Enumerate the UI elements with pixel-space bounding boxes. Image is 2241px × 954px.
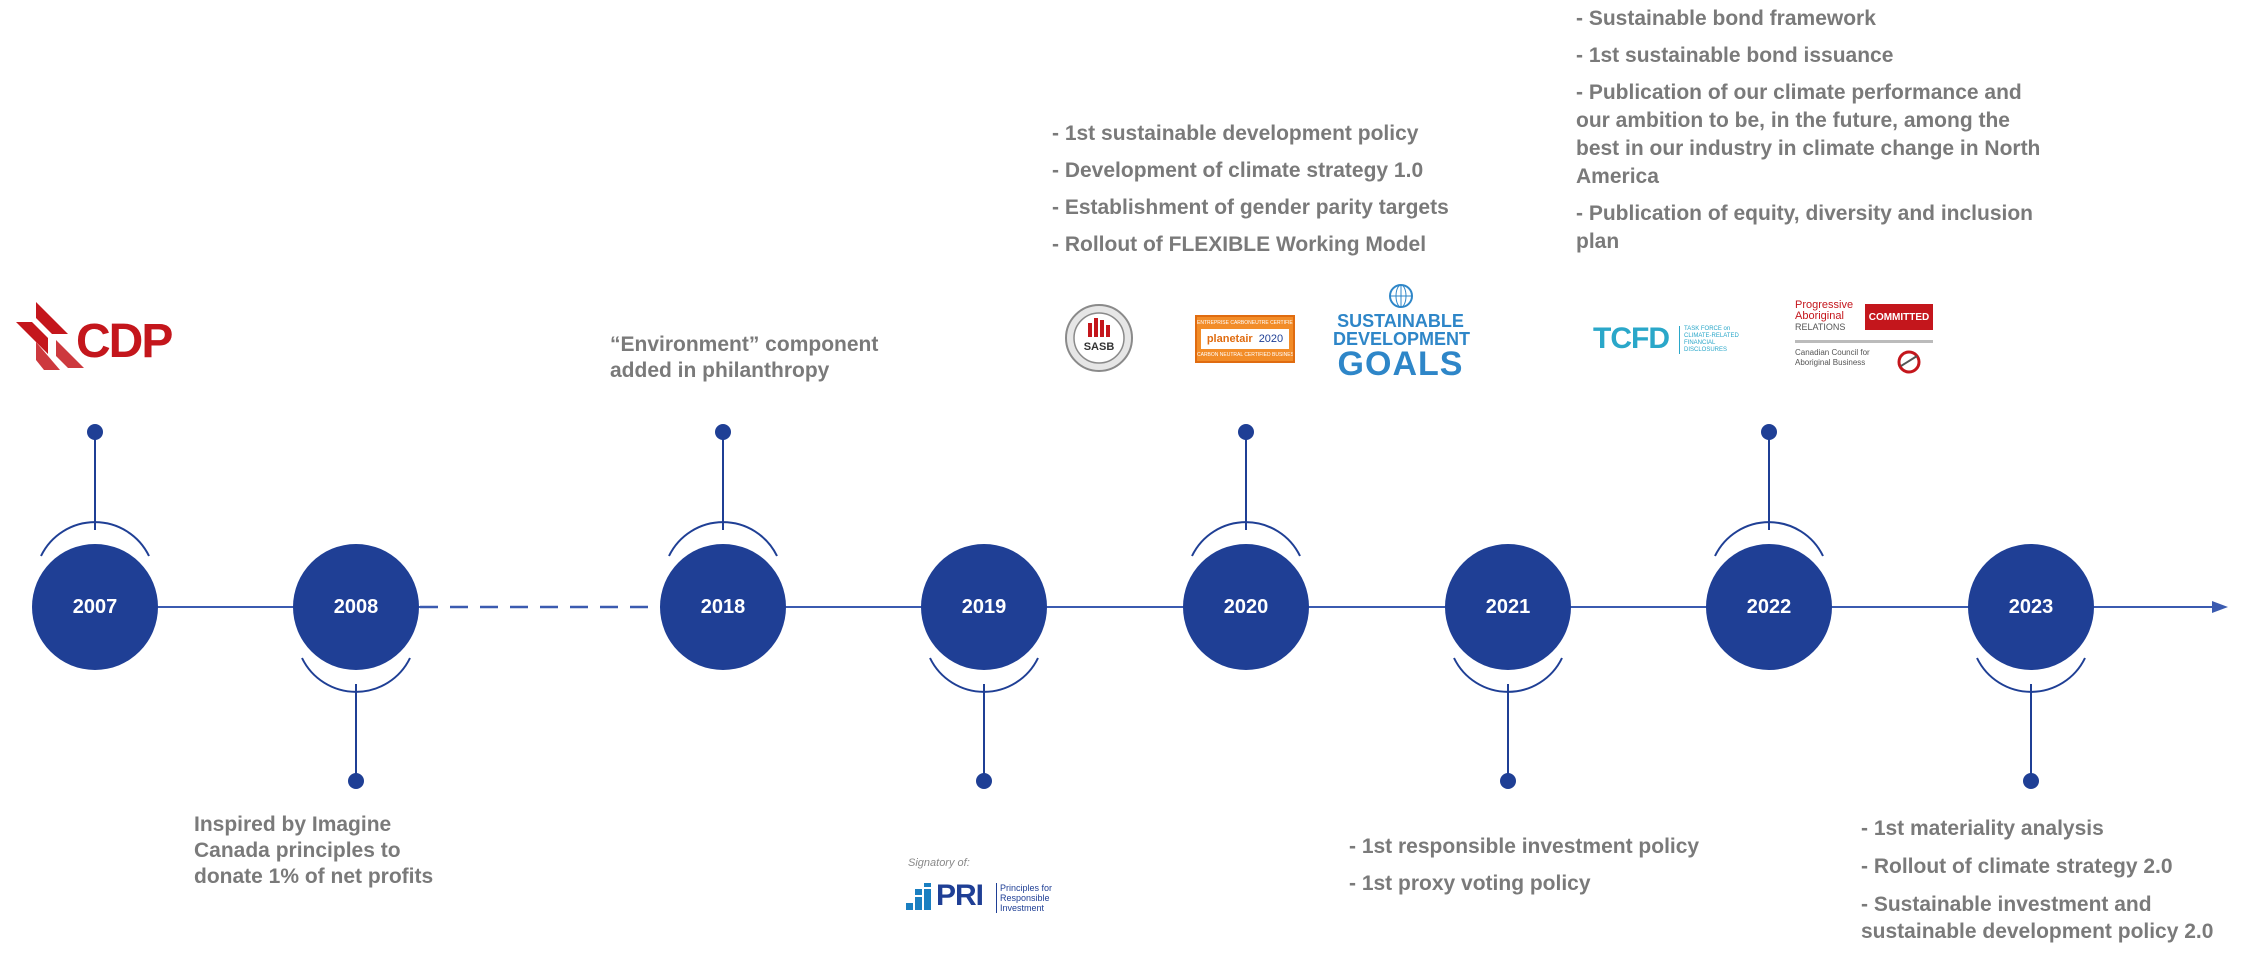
pri-mark-icon [906,883,931,910]
note-2022: - Sustainable bond framework - 1st susta… [1576,5,2051,265]
note-item: - Publication of equity, diversity and i… [1576,202,2033,253]
note-2020: - 1st sustainable development policy - D… [1052,120,1522,268]
note-line: donate 1% of net profits [194,865,434,888]
connector-dot [1500,773,1516,789]
cdp-wordmark: CDP [76,315,173,368]
note-item: - 1st proxy voting policy [1349,872,1591,895]
cdp-logo: CDP [16,302,186,372]
note-2021: - 1st responsible investment policy - 1s… [1349,833,1769,907]
note-item: - 1st sustainable bond issuance [1576,44,1894,67]
par-line2: Aboriginal [1795,310,1844,322]
year-circle-2023: 2023 [1968,544,2094,670]
connector-up-2022 [1714,432,1824,557]
year-circle-2007: 2007 [32,544,158,670]
connector-dot [348,773,364,789]
connector-up-2020 [1191,432,1301,557]
planetair-top-text: ENTREPRISE CARBONEUTRE CERTIFIÉE [1197,320,1293,326]
tcfd-wordmark: TCFD [1593,322,1670,355]
sdg-line1: SUSTAINABLE [1337,311,1464,331]
timeline-arrowhead [2212,601,2228,613]
pri-signatory: Signatory of: [908,857,970,869]
cdp-mark-icon [16,302,84,370]
connector-down-2023 [1976,657,2086,781]
connector-dot [87,424,103,440]
pri-logo: Signatory of: PRI Principles for Respons… [906,857,1066,917]
connector-dot [715,424,731,440]
connector-up-2007 [40,432,150,557]
note-item: - Publication of our climate performance… [1576,81,2041,188]
par-line1: Progressive [1795,299,1854,311]
connector-dot [1238,424,1254,440]
sdg-logo: SUSTAINABLE DEVELOPMENT GOALS [1333,282,1471,383]
par-divider [1795,340,1933,343]
note-item: - 1st sustainable development policy [1052,122,1419,145]
note-item: - Establishment of gender parity targets [1052,196,1449,219]
connector-up-2018 [668,432,778,557]
year-circle-2022: 2022 [1706,544,1832,670]
connector-down-2019 [929,657,1039,781]
planetair-year: 2020 [1258,333,1284,345]
sdg-line2: DEVELOPMENT [1333,329,1471,349]
year-circle-2019: 2019 [921,544,1047,670]
ccab-mark-icon [1897,350,1921,374]
connector-dot [1761,424,1777,440]
sasb-logo: SASB [1064,303,1134,373]
tcfd-logo: TCFD TASK FORCE on CLIMATE-RELATED FINAN… [1593,322,1753,358]
note-item: - Sustainable bond framework [1576,7,1876,30]
tcfd-subtitle: TASK FORCE on CLIMATE-RELATED FINANCIAL … [1679,326,1754,354]
connector-dot [976,773,992,789]
connector-down-2008 [301,657,411,781]
sasb-seal-icon [1065,304,1133,372]
ccab-text: Canadian Council for Aboriginal Business [1795,348,1870,367]
planetair-logo: ENTREPRISE CARBONEUTRE CERTIFIÉE planeta… [1195,315,1295,363]
note-2023: - 1st materiality analysis - Rollout of … [1861,815,2236,954]
note-item: - Sustainable investment and sustainable… [1861,893,2214,943]
year-circle-2021: 2021 [1445,544,1571,670]
par-committed-badge: COMMITTED [1865,304,1933,330]
note-line: Inspired by Imagine [194,813,392,836]
planetair-bottom-text: CARBON NEUTRAL CERTIFIED BUSINESS [1197,352,1293,358]
note-item: - Development of climate strategy 1.0 [1052,159,1424,182]
note-line: Canada principles to [194,839,401,862]
planetair-name: planetair [1206,333,1253,345]
connector-down-2021 [1453,657,1563,781]
pri-wordmark: PRI [936,879,984,912]
connector-dot [2023,773,2039,789]
par-line3: RELATIONS [1795,322,1846,332]
year-circle-2018: 2018 [660,544,786,670]
note-2018: “Environment” component added in philant… [610,332,910,384]
note-item: - 1st materiality analysis [1861,817,2104,840]
sasb-label: SASB [1083,341,1115,353]
par-logo: Progressive Aboriginal RELATIONS COMMITT… [1795,300,1935,380]
note-line: “Environment” component [610,333,879,356]
note-line: added in philanthropy [610,359,830,382]
note-2008: Inspired by Imagine Canada principles to… [194,812,494,890]
sdg-line3: GOALS [1337,345,1464,383]
un-emblem-icon [1388,284,1413,308]
year-circle-2008: 2008 [293,544,419,670]
note-item: - Rollout of climate strategy 2.0 [1861,855,2173,878]
note-item: - 1st responsible investment policy [1349,835,1700,858]
note-item: - Rollout of FLEXIBLE Working Model [1052,233,1427,256]
pri-subtitle: Principles for Responsible Investment [996,883,1070,913]
year-circle-2020: 2020 [1183,544,1309,670]
